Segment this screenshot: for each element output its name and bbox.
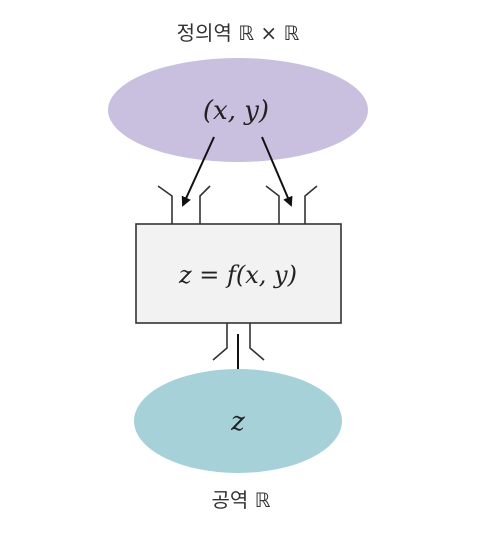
domain-label: 정의역 ℝ × ℝ (177, 21, 300, 45)
function-expression: z = f(x, y) (178, 261, 297, 289)
codomain-label: 공역 ℝ (212, 488, 271, 512)
arrow-x-to-machine (181, 136, 215, 207)
function-box (135, 223, 342, 324)
input-funnel-left (157, 185, 211, 224)
input-funnel-right (265, 185, 318, 224)
output-variable: z (230, 407, 245, 437)
codomain-ellipse (134, 369, 342, 473)
input-pair: (x, y) (203, 96, 269, 126)
output-funnel (212, 323, 265, 361)
arrow-y-to-machine (261, 136, 293, 207)
domain-ellipse (108, 58, 368, 162)
